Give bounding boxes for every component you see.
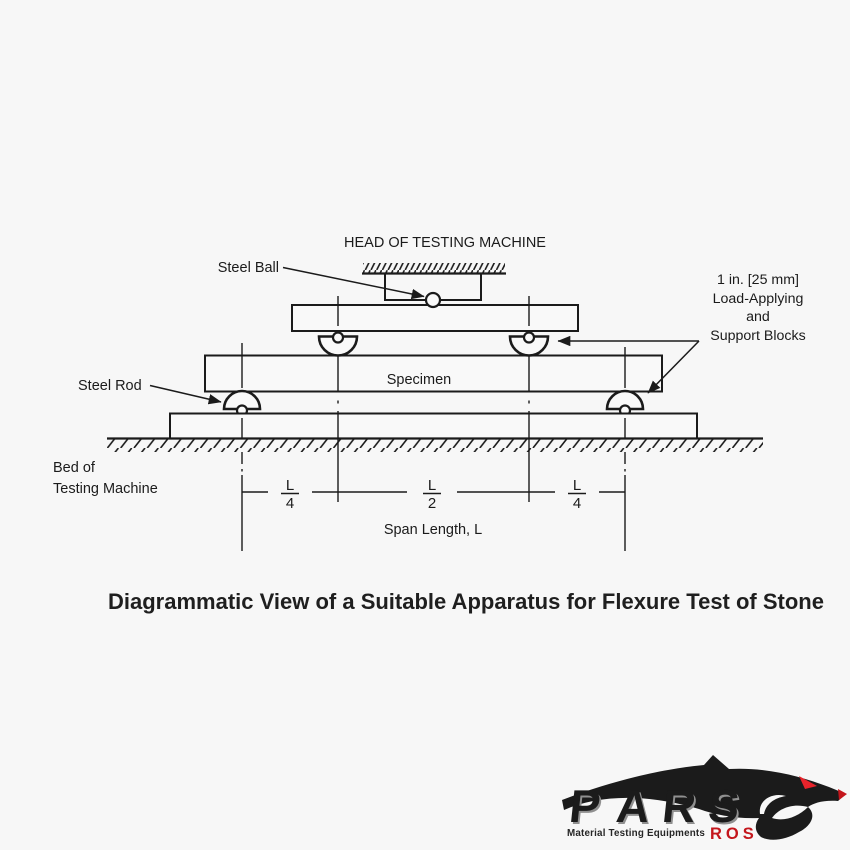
load-block-right [508, 331, 550, 357]
blocks-note: 1 in. [25 mm] Load-Applying and Support … [710, 272, 805, 344]
svg-text:Load-Applying: Load-Applying [713, 291, 804, 307]
steel-rod-arrow [149, 384, 222, 405]
svg-text:A: A [614, 780, 653, 832]
span-length-label: Span Length, L [384, 522, 482, 538]
load-plate [291, 304, 579, 332]
panther-mouth [772, 805, 808, 820]
svg-text:L: L [573, 477, 581, 494]
steel-ball-label: Steel Ball [218, 260, 279, 276]
bed-plate [169, 412, 698, 440]
blocks-arrow-lower [647, 340, 700, 394]
caption: Diagrammatic View of a Suitable Apparatu… [108, 589, 824, 614]
parsros-logo: P A R S P A R S ROS Material Testing Equ… [562, 755, 847, 843]
svg-text:S: S [706, 780, 742, 832]
logo-tagline: Material Testing Equipments [567, 828, 705, 839]
support-block-right [605, 389, 645, 417]
svg-text:L: L [428, 477, 436, 494]
svg-text:and: and [746, 309, 770, 325]
specimen [204, 354, 663, 393]
svg-text:2: 2 [428, 495, 436, 512]
bed-of-testing-machine-label: Bed of Testing Machine [53, 460, 158, 497]
steel-rod-label: Steel Rod [78, 378, 142, 394]
load-block-left [317, 331, 359, 357]
svg-text:4: 4 [286, 495, 294, 512]
sub-brand: ROS [710, 825, 758, 843]
svg-text:4: 4 [573, 495, 581, 512]
ground-hatch [107, 438, 763, 452]
svg-text:R: R [662, 782, 701, 834]
specimen-label: Specimen [387, 372, 451, 388]
svg-text:P: P [567, 780, 603, 832]
brand-wordmark: P A R S P A R S [567, 780, 744, 834]
svg-text:Testing Machine: Testing Machine [53, 481, 158, 497]
steel-ball [424, 291, 442, 309]
svg-text:P: P [569, 782, 605, 834]
svg-text:Bed of: Bed of [53, 460, 96, 476]
support-block-left [222, 389, 262, 417]
panther-eye [799, 776, 817, 789]
steel-ball-arrow [282, 266, 425, 300]
svg-text:Support Blocks: Support Blocks [710, 328, 805, 344]
dim-fraction-right: L 4 [568, 477, 586, 512]
crosshead-hatch [363, 263, 505, 273]
panther-cheek-highlight [759, 794, 786, 814]
dim-fraction-left: L 4 [281, 477, 299, 512]
svg-text:R: R [660, 780, 699, 832]
svg-text:1 in. [25 mm]: 1 in. [25 mm] [717, 272, 799, 288]
panther-nose [838, 789, 847, 800]
head-of-testing-machine-label: HEAD OF TESTING MACHINE [344, 235, 546, 251]
centerlines [241, 343, 626, 551]
svg-text:S: S [708, 782, 744, 834]
svg-text:A: A [616, 782, 655, 834]
svg-text:L: L [286, 477, 294, 494]
dim-fraction-mid: L 2 [423, 477, 441, 512]
